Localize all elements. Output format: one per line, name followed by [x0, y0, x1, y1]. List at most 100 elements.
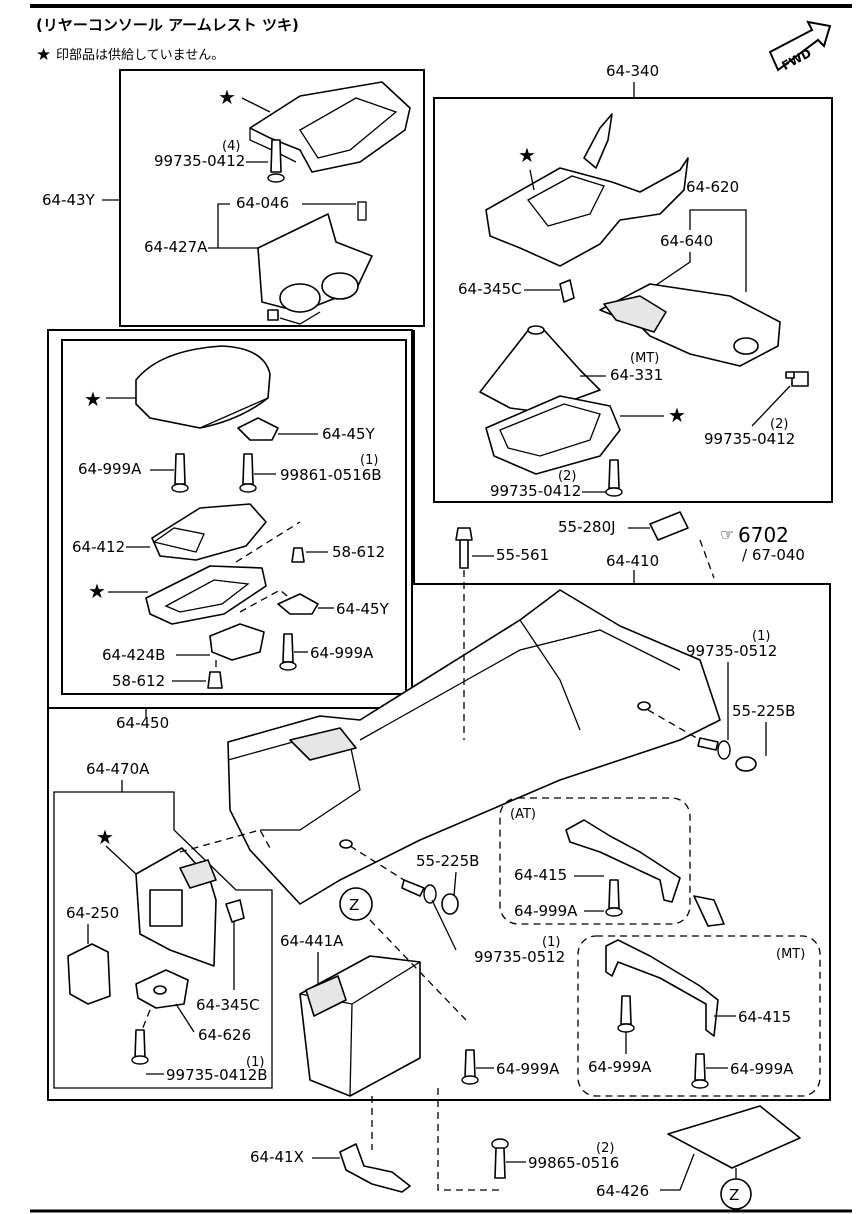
- label-64-999A-d: 64-999A: [496, 1060, 560, 1078]
- part-armrest-base: [145, 565, 267, 625]
- z-label-a: Z: [349, 896, 359, 914]
- clip-icon: [559, 279, 575, 303]
- star-icon: ★: [88, 579, 106, 603]
- supply-note: 印部品は供給していません。: [56, 48, 224, 63]
- at-label: (AT): [510, 807, 536, 822]
- fwd-arrow-icon: FWD: [768, 20, 832, 73]
- label-64-45Y-a: 64-45Y: [322, 425, 376, 443]
- star-icon: ★: [668, 403, 686, 427]
- label-64-424B: 64-424B: [102, 646, 165, 664]
- screw-icon: [279, 633, 297, 671]
- label-64-620: 64-620: [686, 178, 739, 196]
- label-64-441A: 64-441A: [280, 932, 344, 950]
- qty-99735-0412B: (1): [246, 1055, 264, 1070]
- label-55-280J: 55-280J: [558, 518, 616, 536]
- label-64-331: 64-331: [610, 366, 663, 384]
- label-64-415-a: 64-415: [514, 866, 567, 884]
- label-55-225B-b: 55-225B: [416, 852, 479, 870]
- qty-99865-0516: (2): [596, 1141, 614, 1156]
- bolt-icon: [455, 527, 473, 569]
- clip-icon: [225, 899, 245, 923]
- part-hinge-64-45Y-a: [237, 417, 279, 441]
- label-64-345C-a: 64-345C: [458, 280, 522, 298]
- box-64-340: [433, 97, 833, 503]
- cap-icon: [441, 893, 459, 915]
- star-icon: ★: [218, 85, 236, 109]
- screw-icon: [461, 1049, 479, 1085]
- screw-icon: [697, 737, 731, 760]
- box-64-43Y: [119, 69, 425, 327]
- part-bracket-64-41X: [339, 1143, 411, 1193]
- box-64-450-inner: [61, 339, 407, 695]
- label-64-345C-b: 64-345C: [196, 996, 260, 1014]
- label-64-999A-f: 64-999A: [730, 1060, 794, 1078]
- label-64-410: 64-410: [606, 552, 659, 570]
- label-55-225B-a: 55-225B: [732, 702, 795, 720]
- cap-icon: [735, 756, 757, 772]
- mt-label-a: (MT): [630, 351, 659, 366]
- label-58-612-b: 58-612: [112, 672, 165, 690]
- ref-circle-z-a: [339, 887, 373, 921]
- label-99735-0412-c: 99735-0412: [704, 430, 795, 448]
- label-64-046: 64-046: [236, 194, 289, 212]
- label-64-640: 64-640: [660, 232, 713, 250]
- label-64-43Y: 64-43Y: [42, 191, 96, 209]
- label-64-250: 64-250: [66, 904, 119, 922]
- label-64-999A-c: 64-999A: [514, 902, 578, 920]
- label-99735-0412-a: 99735-0412: [154, 152, 245, 170]
- label-99735-0512-a: 99735-0512: [686, 642, 777, 660]
- qty-99861-0516B: (1): [360, 453, 378, 468]
- label-64-415-b: 64-415: [738, 1008, 791, 1026]
- screw-icon: [401, 879, 437, 904]
- screw-icon: [267, 139, 285, 183]
- part-hinge-64-45Y-b: [277, 593, 319, 615]
- star-icon: ★: [84, 387, 102, 411]
- screw-icon: [491, 1138, 509, 1179]
- plug-icon: [649, 511, 689, 541]
- label-64-426: 64-426: [596, 1182, 649, 1200]
- clip-icon: [357, 201, 367, 221]
- label-64-41X: 64-41X: [250, 1148, 304, 1166]
- part-shift-boot-64-331: [479, 325, 601, 413]
- label-64-45Y-b: 64-45Y: [336, 600, 390, 618]
- part-latch-64-412: [151, 503, 267, 561]
- label-64-626: 64-626: [198, 1026, 251, 1044]
- label-64-999A-b: 64-999A: [310, 644, 374, 662]
- qty-99735-0512-b: (1): [542, 935, 560, 950]
- label-55-561: 55-561: [496, 546, 549, 564]
- box-mt: [577, 935, 821, 1097]
- box-at: [499, 797, 691, 925]
- part-shift-bezel-64-620: [599, 283, 781, 367]
- label-64-999A-a: 64-999A: [78, 460, 142, 478]
- label-99865-0516: 99865-0516: [528, 1154, 619, 1172]
- qty-99735-0412-c: (2): [770, 417, 788, 432]
- star-icon: ★: [36, 45, 51, 65]
- ref-67-040: / 67-040: [742, 546, 805, 564]
- part-bracket-64-626: [135, 969, 189, 1009]
- pointing-hand-icon: ☞: [720, 525, 734, 544]
- qty-99735-0412-4: (4): [222, 139, 240, 154]
- screw-icon: [171, 453, 189, 493]
- part-box-64-441A: [299, 955, 421, 1097]
- front-arrow-icon: [693, 895, 725, 927]
- screw-icon: [691, 1053, 709, 1089]
- part-mat-64-426: [667, 1105, 801, 1169]
- screw-icon: [239, 453, 257, 493]
- part-bracket-64-415-at: [565, 819, 681, 903]
- box-64-450-outer: [47, 329, 413, 709]
- clip-icon: [207, 671, 223, 689]
- diagram-title: (リヤーコンソール アームレスト ツキ): [36, 16, 299, 34]
- label-64-999A-e: 64-999A: [588, 1058, 652, 1076]
- label-58-612-a: 58-612: [332, 543, 385, 561]
- screw-icon: [605, 459, 623, 497]
- label-99735-0512-b: 99735-0512: [474, 948, 565, 966]
- screw-icon: [605, 879, 623, 917]
- part-trim-plate-64-43Y: [249, 81, 411, 173]
- label-99735-0412B: 99735-0412B: [166, 1066, 268, 1084]
- mt-label-b: (MT): [776, 947, 805, 962]
- part-console-panel-64-340: [485, 113, 689, 267]
- label-64-470A: 64-470A: [86, 760, 150, 778]
- screw-icon: [785, 371, 809, 387]
- part-armrest-lid: [135, 345, 271, 429]
